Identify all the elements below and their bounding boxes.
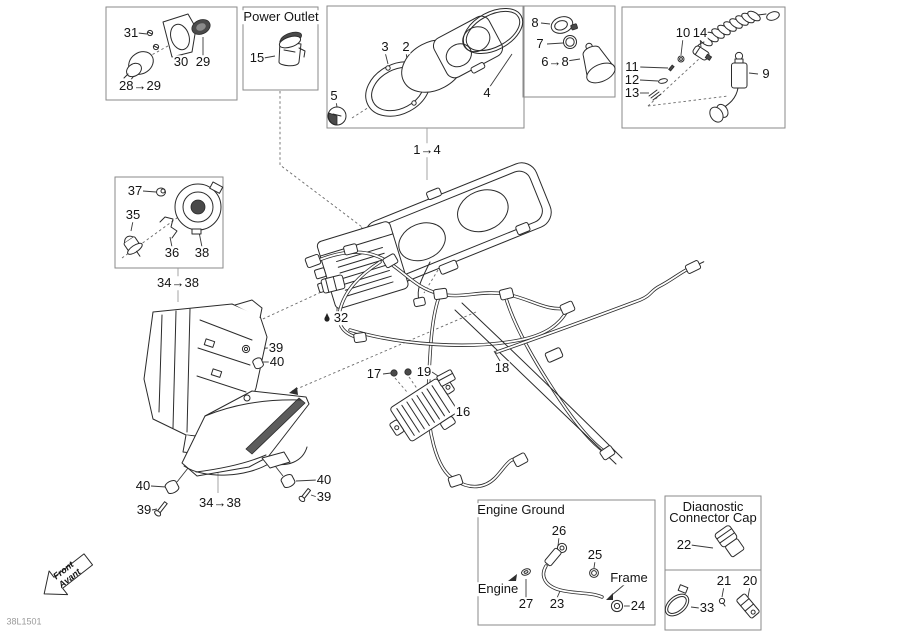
rivet-21 xyxy=(718,597,726,607)
dess-switch xyxy=(709,51,748,123)
tether-cord-box xyxy=(621,6,786,129)
engine-ground-box xyxy=(477,499,656,626)
bracket-20 xyxy=(736,593,760,619)
headlamp-bulb-art xyxy=(123,181,224,257)
headlight-lens-art xyxy=(181,390,310,477)
wiring-harness-art xyxy=(304,243,623,489)
clamp-box xyxy=(664,569,762,631)
voltage-regulator-art xyxy=(389,368,458,442)
fastener-39-40-bottom-art xyxy=(154,473,312,517)
tether-cord-art xyxy=(648,10,780,123)
connector-32-art xyxy=(320,274,346,322)
power-outlet-art xyxy=(278,31,306,67)
accessory-wire-18-art xyxy=(495,260,705,363)
engine-ground-art xyxy=(508,542,624,613)
clamp-strap-art xyxy=(664,584,760,619)
lubricant-icon xyxy=(324,313,330,322)
gauge-cluster-box xyxy=(326,5,525,129)
gauge-parts-art xyxy=(327,7,524,126)
headlamp-bulb-box xyxy=(114,176,224,269)
fastener-39-40-upper-art xyxy=(241,344,264,370)
outlet-socket-parts-art xyxy=(123,13,211,82)
leader-lines xyxy=(130,22,759,609)
outlet-parts-box xyxy=(105,6,238,101)
ignition-key-box xyxy=(522,5,616,98)
callout-boxes xyxy=(105,5,786,631)
diagnostic-cap-art xyxy=(714,525,745,558)
power-outlet-box xyxy=(242,6,319,91)
ignition-switch-art xyxy=(550,16,616,84)
front-direction-arrow xyxy=(43,553,94,596)
